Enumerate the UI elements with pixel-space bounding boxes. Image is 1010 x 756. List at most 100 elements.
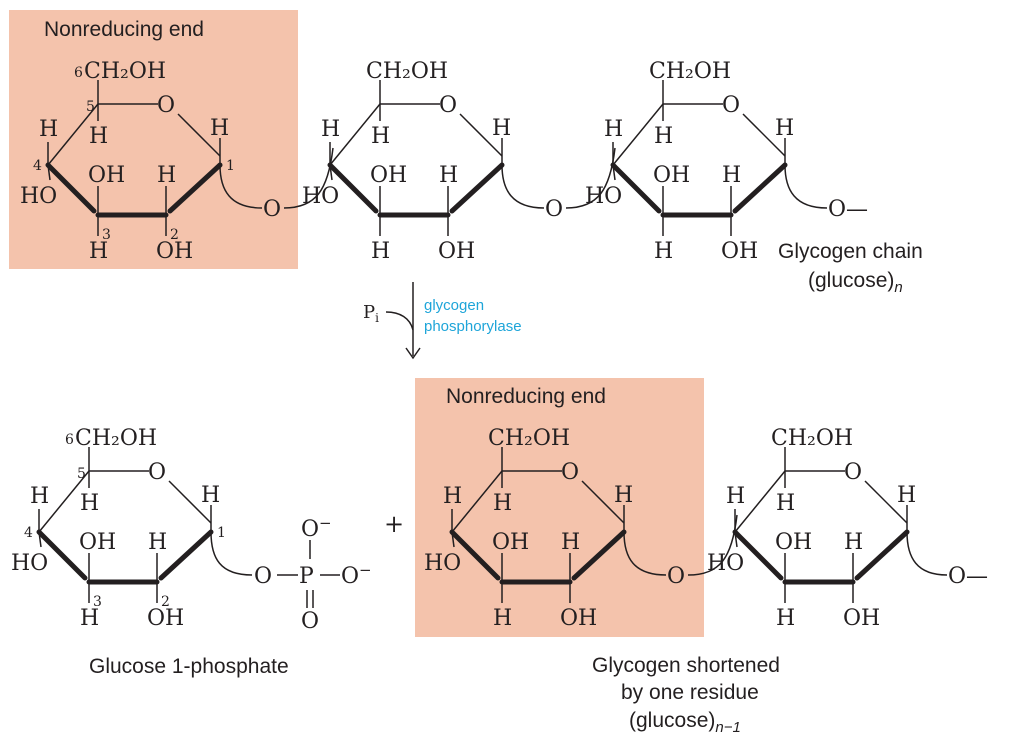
phosphate-bridge-o: O: [254, 564, 272, 589]
bridge-bond-bottom-1: [623, 531, 667, 576]
ring-oxygen: O: [439, 93, 457, 118]
glycogen-shortened-formula: (glucose)n−1: [629, 709, 741, 736]
minus-right: −: [359, 561, 372, 579]
c3-hydroxyl: OH: [775, 530, 812, 555]
ring-bond-c5-c4: [47, 103, 99, 166]
c4-hydroxyl: HO: [11, 551, 48, 576]
bridge-bond-top-1b: [283, 147, 334, 209]
carbon-number-4: 4: [24, 525, 33, 541]
bridge-bond-top-2: [501, 164, 545, 209]
c2-hydroxyl: OH: [156, 239, 193, 264]
nonreducing-end-label-top: Nonreducing end: [44, 18, 204, 41]
ring-bond-c5-c4: [329, 103, 381, 166]
bridge-oxygen-bottom-1: O: [667, 564, 685, 589]
chain-end-oxygen-top: O—: [828, 197, 868, 222]
ring-bond-c5-c4: [734, 470, 786, 533]
ring-bond-o-c1: [742, 113, 786, 157]
c5-hydrogen: H: [89, 124, 108, 149]
c3-hydroxyl: OH: [79, 530, 116, 555]
c3-hydrogen: H: [80, 606, 99, 631]
c4-hydrogen: H: [443, 484, 462, 509]
bridge-bond-bottom-1b: [687, 514, 738, 576]
c4-hydrogen: H: [30, 484, 49, 509]
ring-oxygen: O: [148, 460, 166, 485]
ch2oh-group: CH₂OH: [75, 426, 157, 451]
bond-c4-oh: [47, 164, 51, 181]
c4-hydroxyl: HO: [707, 551, 744, 576]
c5-hydrogen: H: [776, 491, 795, 516]
c4-hydroxyl: HO: [585, 184, 622, 209]
c2-hydrogen: H: [561, 530, 580, 555]
ring-bond-o-c1: [168, 480, 212, 524]
c3-hydrogen: H: [654, 239, 673, 264]
c3-hydrogen: H: [493, 606, 512, 631]
glucose-1-phosphate-label: Glucose 1-phosphate: [89, 655, 289, 678]
c1-hydrogen: H: [201, 483, 220, 508]
ring-bond-c2-c1: [449, 162, 505, 214]
ring-bond-c4-c3: [732, 529, 784, 581]
bond-c4-oh: [38, 531, 42, 548]
c4-hydrogen: H: [604, 117, 623, 142]
glycogen-shortened-line1: Glycogen shortened: [592, 654, 780, 677]
ch2oh-group: CH₂OH: [488, 426, 570, 451]
ring-bond-c5-c4: [38, 470, 90, 533]
ring-bond-c5-c4: [612, 103, 664, 166]
c3-hydroxyl: OH: [492, 530, 529, 555]
o-right: O: [341, 564, 359, 589]
carbon-number-5: 5: [77, 466, 86, 482]
glycogen-shortened-line2: by one residue: [621, 681, 759, 704]
c2-hydrogen: H: [157, 163, 176, 188]
pi-input-curve: [385, 311, 414, 331]
ring-bond-c2-c1: [732, 162, 788, 214]
bond-c4-oh: [451, 531, 455, 548]
ch2oh-group: CH₂OH: [649, 59, 731, 84]
carbon-number-3: 3: [102, 227, 111, 243]
pi-p: P: [363, 302, 375, 323]
bridge-bond-top-3: [784, 164, 828, 209]
carbon-number-4: 4: [33, 158, 42, 174]
ring-bond-c2-c1: [571, 529, 627, 581]
phosphate-p: P: [299, 564, 314, 589]
c3-hydrogen: H: [776, 606, 795, 631]
bond-c4-oh: [612, 164, 616, 181]
ring-bond-o-c1: [177, 113, 221, 157]
chain-end-oxygen-bottom: O—: [948, 564, 988, 589]
inorganic-phosphate-label: Pi: [363, 302, 379, 325]
carbon-number-2: 2: [161, 594, 170, 610]
ring-bond-c2-c1: [167, 162, 223, 214]
carbon-number-1: 1: [226, 158, 235, 174]
subscript-n-minus-1: n−1: [715, 719, 740, 736]
ring-bond-c4-c3: [449, 529, 501, 581]
c2-hydroxyl: OH: [438, 239, 475, 264]
c1-hydrogen: H: [775, 116, 794, 141]
bridge-oxygen-top-2: O: [545, 197, 563, 222]
phosphate-o-bottom: O: [301, 609, 319, 634]
ring-oxygen: O: [722, 93, 740, 118]
ring-bond-o-c1: [864, 480, 908, 524]
enzyme-label-line1: glycogen: [424, 297, 484, 314]
c4-hydroxyl: HO: [302, 184, 339, 209]
ring-bond-o-c1: [459, 113, 503, 157]
phosphate-o-top: O−: [301, 514, 332, 542]
c5-hydrogen: H: [80, 491, 99, 516]
phosphate-o-right: O−: [341, 561, 372, 589]
bridge-oxygen-top-1: O: [263, 197, 281, 222]
minus-top: −: [319, 514, 332, 532]
ring-bond-o-c1: [581, 480, 625, 524]
c1-hydrogen: H: [614, 483, 633, 508]
glucose-text: (glucose): [808, 269, 894, 292]
bond-c4-oh: [734, 531, 738, 548]
ch2oh-group: CH₂OH: [84, 59, 166, 84]
bridge-bond-bottom-2: [906, 531, 948, 576]
c1-hydrogen: H: [492, 116, 511, 141]
c2-hydroxyl: OH: [560, 606, 597, 631]
glucose-text-2: (glucose): [629, 709, 715, 732]
c5-hydrogen: H: [493, 491, 512, 516]
c5-hydrogen: H: [371, 124, 390, 149]
bridge-bond-top-1: [219, 164, 263, 209]
